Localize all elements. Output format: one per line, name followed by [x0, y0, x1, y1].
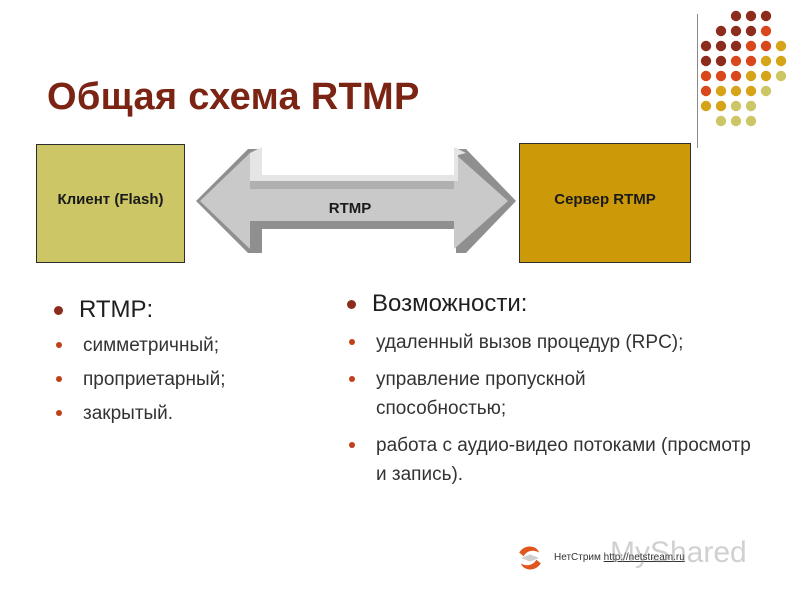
decorative-dot [760, 55, 772, 67]
decorative-dot [760, 70, 772, 82]
decorative-dot [760, 10, 772, 22]
slide-title: Общая схема RTMP [47, 76, 420, 118]
list-item: проприетарный; [52, 365, 312, 394]
decorative-dot [760, 40, 772, 52]
decorative-dot [745, 40, 757, 52]
decorative-dot [700, 100, 712, 112]
decorative-dot [730, 70, 742, 82]
rtmp-heading: RTMP: [52, 295, 312, 325]
footer-link[interactable]: http://netstream.ru [603, 552, 685, 563]
list-item: симметричный; [52, 331, 312, 360]
decorative-dot [745, 100, 757, 112]
decorative-dot [715, 40, 727, 52]
decorative-dot-grid-icon [700, 10, 787, 127]
decorative-dot [715, 100, 727, 112]
decorative-dot [715, 25, 727, 37]
capabilities-section: Возможности: удаленный вызов процедур (R… [345, 289, 765, 489]
rtmp-section: RTMP: симметричный; проприетарный; закры… [52, 295, 312, 428]
decorative-dot [715, 115, 727, 127]
double-arrow-icon [196, 147, 516, 253]
decorative-dot [715, 55, 727, 67]
footer: НетСтрим http://netstream.ru MyShared [510, 536, 790, 580]
decorative-dot [730, 55, 742, 67]
decorative-dot [730, 115, 742, 127]
decorative-dot [730, 100, 742, 112]
list-item: управление пропускной способностью; [345, 365, 676, 423]
list-item: закрытый. [52, 399, 312, 428]
decorative-dot [700, 55, 712, 67]
capabilities-heading: Возможности: [345, 289, 765, 319]
footer-company: НетСтрим [554, 552, 601, 563]
server-box: Сервер RTMP [519, 143, 691, 263]
decorative-dot [700, 85, 712, 97]
decorative-dot [730, 25, 742, 37]
netstream-logo-icon [519, 546, 541, 570]
decorative-dot [700, 70, 712, 82]
decorative-dot [715, 85, 727, 97]
decorative-dot [745, 70, 757, 82]
decorative-dot [745, 115, 757, 127]
list-item: удаленный вызов процедур (RPC); [345, 328, 706, 357]
decorative-dot [775, 55, 787, 67]
server-box-label: Сервер RTMP [554, 190, 656, 208]
decorative-dot [760, 85, 772, 97]
decorative-dot [700, 40, 712, 52]
decorative-dot [775, 70, 787, 82]
decorative-dot [745, 10, 757, 22]
client-box: Клиент (Flash) [36, 144, 185, 263]
watermark: MyShared [610, 536, 747, 569]
arrow-label: RTMP [328, 200, 372, 217]
client-box-label: Клиент (Flash) [57, 191, 164, 208]
decorative-dot [745, 85, 757, 97]
decorative-dot [730, 40, 742, 52]
decorative-dot [730, 85, 742, 97]
divider-line [697, 14, 698, 148]
decorative-dot [745, 55, 757, 67]
decorative-dot [775, 40, 787, 52]
decorative-dot [730, 10, 742, 22]
decorative-dot [745, 25, 757, 37]
list-item: работа с аудио-видео потоками (просмотр … [345, 431, 756, 489]
decorative-dot [715, 70, 727, 82]
decorative-dot [760, 25, 772, 37]
